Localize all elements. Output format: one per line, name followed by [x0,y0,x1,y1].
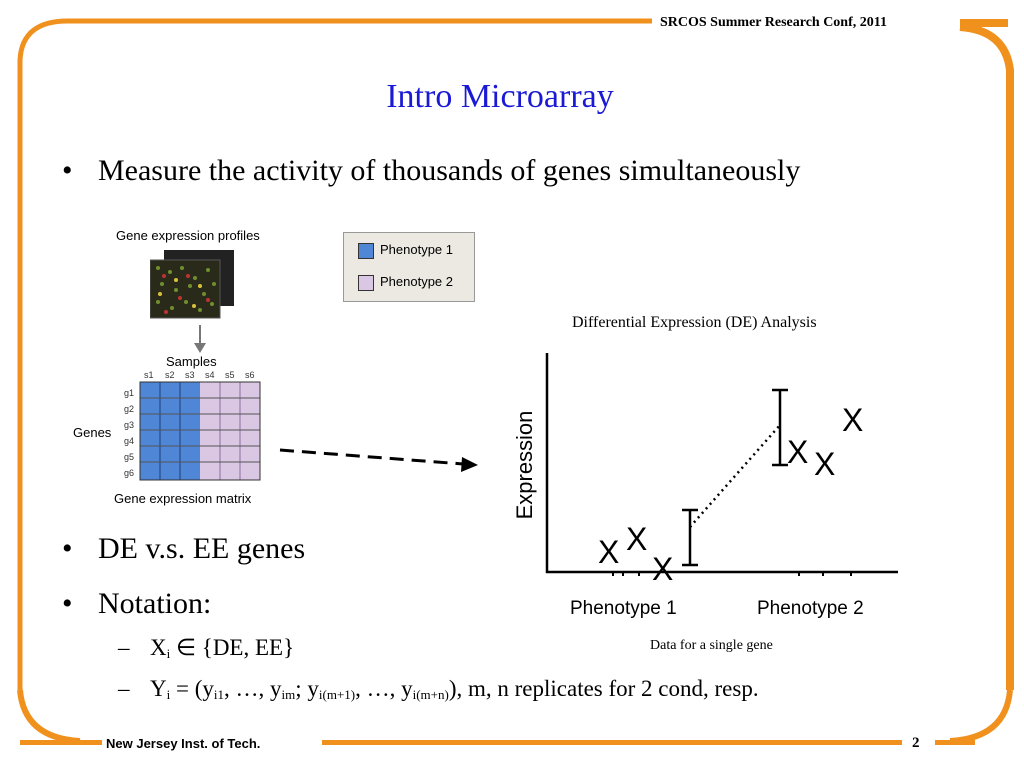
subscript: i [166,646,171,661]
y-axis-label: Expression [512,411,537,520]
notation-text: ; y [295,676,319,701]
phenotype1-block [140,382,200,480]
page-number: 2 [912,735,920,751]
phenotype1-swatch [358,243,374,259]
gene-id: g1 [124,388,134,398]
legend-label: Phenotype 2 [380,274,454,289]
samples-label: Samples [166,354,217,369]
gene-id: g3 [124,420,134,430]
gene-matrix: s1 s2 s3 s4 s5 s6 g1 g2 g3 g4 g5 g6 [124,370,261,481]
sample-id: s1 [144,370,154,380]
mean-link [689,424,781,528]
sample-id: s2 [165,370,175,380]
gene-id: g2 [124,404,134,414]
subscript: i(m+1) [318,687,356,702]
bullet-text: Notation: [98,587,212,620]
phenotype-legend: Phenotype 1 Phenotype 2 [343,232,475,302]
data-point: X [626,521,647,557]
notation-text: ), m, n replicates for 2 cond, resp. [448,676,759,701]
arrow-down-icon [194,325,206,353]
page-title: Intro Microarray [386,78,614,115]
gene-id: g4 [124,436,134,446]
notation-text: ∈ {DE, EE} [170,635,295,660]
sample-id: s3 [185,370,195,380]
notation-text: , …, y [355,676,413,701]
group-label: Phenotype 1 [570,598,677,619]
genes-label: Genes [73,425,112,440]
subscript: i [166,687,171,702]
dashed-arrow [279,448,478,472]
symbol: Y [150,676,167,701]
notation-y: –Yi = (yi1, …, yim; yi(m+1), …, yi(m+n))… [118,676,759,702]
bullet-text: DE v.s. EE genes [98,532,306,565]
conference-label: SRCOS Summer Research Conf, 2011 [660,15,887,30]
subscript: im [281,687,296,702]
de-plot-caption: Data for a single gene [650,638,773,653]
data-point: X [598,534,619,570]
data-point: X [787,434,808,470]
phenotype2-swatch [358,275,374,291]
bullet-text: Measure the activity of thousands of gen… [98,154,801,187]
subscript: i1 [213,687,225,702]
sample-id: s6 [245,370,255,380]
data-point: X [814,446,835,482]
bullet-notation: •Notation: [62,587,212,620]
notation-text: = (y [170,676,214,701]
de-plot: Expression X X X X X X [512,353,898,587]
bullet-measure: •Measure the activity of thousands of ge… [62,154,801,187]
data-point: X [842,402,863,438]
error-bar [772,388,788,467]
matrix-caption: Gene expression matrix [114,491,252,506]
group-label: Phenotype 2 [757,598,864,619]
symbol: X [150,635,167,660]
notation-x: –Xi ∈ {DE, EE} [118,635,295,661]
de-plot-title: Differential Expression (DE) Analysis [572,314,817,331]
gene-id: g5 [124,452,134,462]
gene-id: g6 [124,468,134,478]
error-bar [682,508,698,567]
phenotype2-block [200,382,260,480]
sample-id: s4 [205,370,215,380]
legend-label: Phenotype 1 [380,242,454,257]
bullet-de-ee: •DE v.s. EE genes [62,532,306,565]
figure-title: Gene expression profiles [116,228,260,243]
subscript: i(m+n) [412,687,449,702]
notation-text: , …, y [224,676,282,701]
data-point: X [652,551,673,587]
footer-institution: New Jersey Inst. of Tech. [106,736,261,751]
sample-id: s5 [225,370,235,380]
microarray-images [150,250,234,319]
